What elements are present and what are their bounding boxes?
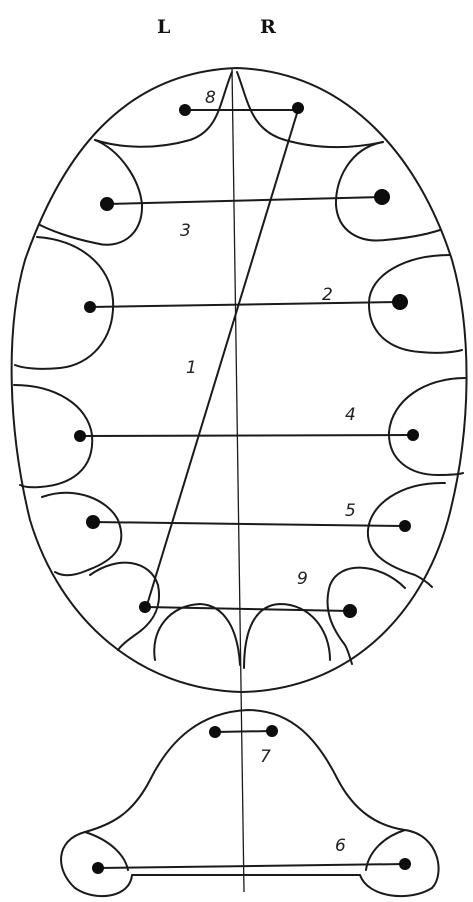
left-side-label: L [157,16,170,38]
point-9-left [139,601,151,613]
point-5-left [86,515,100,529]
marker-4: 4 [345,405,356,425]
lobe-right-top [336,142,440,240]
connector-2 [90,302,400,307]
bottom-scallop-2 [244,604,330,668]
point-3-left [100,197,114,211]
connector-4 [80,435,413,436]
point-4-right [407,429,419,441]
connector-7 [215,731,272,732]
point-top-right [292,102,304,114]
main-oval-outline [12,68,467,692]
marker-6: 6 [335,836,346,856]
marker-8: 8 [205,88,216,108]
marker-3: 3 [180,221,191,241]
point-9-right [343,604,357,618]
connector-3 [107,197,382,204]
point-7-right [266,725,278,737]
marker-7: 7 [260,747,271,767]
marker-1: 1 [186,358,197,378]
point-2-left [84,301,96,313]
marker-2: 2 [322,285,333,305]
lobe-right-2 [369,255,462,353]
lobe-left-4 [42,493,121,575]
lower-left-lobe [85,832,128,870]
point-6-right [399,858,411,870]
point-6-left [92,862,104,874]
connector-6 [98,864,405,868]
marker-5: 5 [345,501,356,521]
connector-1 [147,110,298,605]
lobe-right-3 [389,378,465,475]
bottom-scallop-1 [154,604,240,665]
point-4-left [74,430,86,442]
point-3-right [374,189,390,205]
point-2-right [392,294,408,310]
point-7-left [209,726,221,738]
lobe-left-2 [15,237,113,369]
point-top-left [179,104,191,116]
marker-9: 9 [297,569,308,589]
point-5-right [399,520,411,532]
right-side-label: R [260,16,276,38]
connector-5 [93,522,405,526]
vertical-midline [232,68,244,892]
